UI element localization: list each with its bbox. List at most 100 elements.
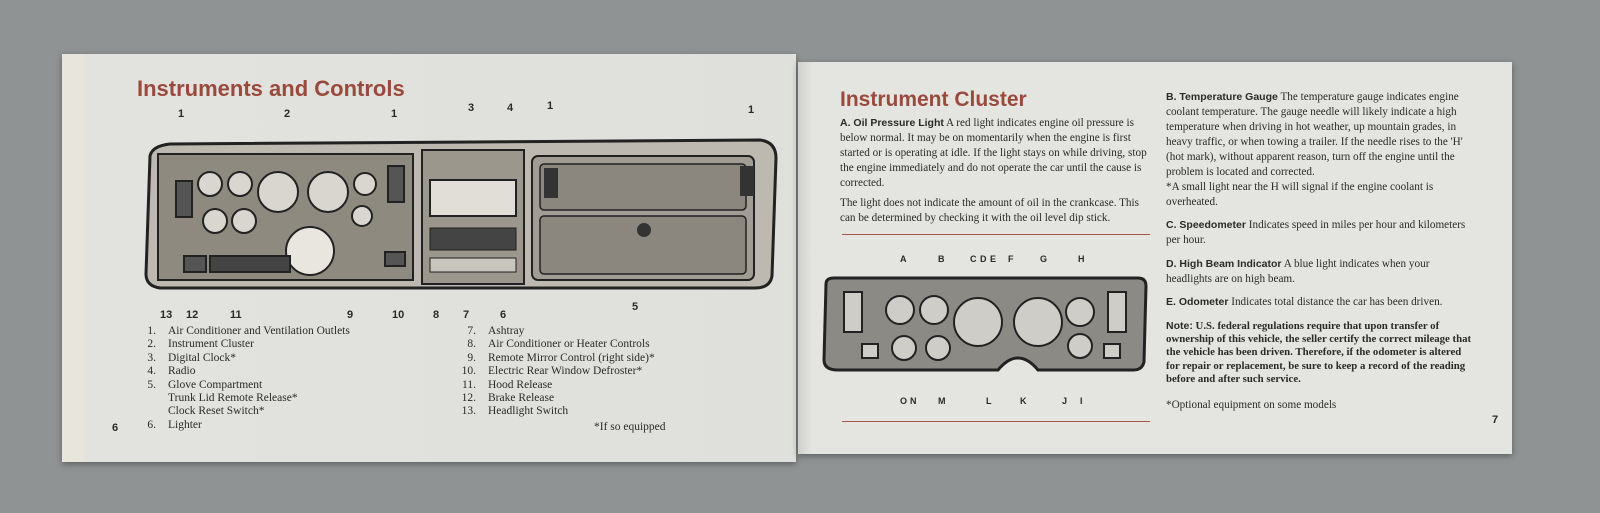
legend-number: 13. — [461, 405, 476, 418]
legend-number — [130, 405, 168, 418]
page-title: Instruments and Controls — [137, 76, 405, 101]
cluster-callout-a: A — [900, 254, 907, 264]
oil-text: A red light indicates engine oil pressur… — [840, 117, 1147, 189]
speedometer-paragraph: C. Speedometer Indicates speed in miles … — [1166, 218, 1474, 248]
callout-13: 13 — [160, 309, 173, 321]
page-number: 6 — [112, 422, 119, 434]
legend-text: Air Conditioner or Heater Controls — [488, 338, 650, 351]
legend-column-2: 7. Ashtray 8. Air Conditioner or Heater Con… — [450, 325, 655, 419]
legend-number — [130, 392, 168, 405]
cluster-callout-d: D — [980, 254, 987, 264]
legend-number: 6. — [147, 418, 156, 431]
legend-text: Air Conditioner and Ventilation Outlets — [168, 325, 350, 337]
callout-2: 2 — [284, 108, 291, 120]
note-lead: Note: — [1166, 320, 1193, 332]
legend-item: 6. Lighter — [130, 419, 350, 432]
cluster-callout-b: B — [938, 254, 945, 264]
callout-7: 7 — [463, 309, 470, 321]
legend-number: 12. — [461, 392, 476, 405]
footnote: *If so equipped — [594, 421, 666, 433]
divider-bottom — [842, 421, 1150, 422]
callout-6: 6 — [500, 309, 507, 321]
cluster-callout-i: I — [1080, 396, 1083, 406]
legend-number: 8. — [467, 338, 476, 351]
callout-10: 10 — [392, 309, 405, 321]
legend-text: Digital Clock* — [168, 351, 237, 364]
divider — [842, 234, 1150, 235]
legend-item: 10. Electric Rear Window Defroster* — [450, 365, 655, 378]
note-text: U.S. federal regulations require that up… — [1166, 320, 1472, 385]
callout-1c: 1 — [547, 100, 554, 112]
temp-lead: B. Temperature Gauge — [1166, 91, 1278, 103]
legend-item: 13. Headlight Switch — [450, 405, 655, 418]
page-number: 7 — [1492, 414, 1499, 426]
optional-note: *Optional equipment on some models — [1166, 399, 1337, 411]
legend-number: 4. — [147, 365, 156, 378]
callout-1: 1 — [178, 108, 185, 120]
legend-column-1: 1. Air Conditioner and Ventilation Outlet… — [130, 325, 350, 432]
instrument-cluster-diagram — [822, 276, 1148, 372]
callout-1b: 1 — [391, 108, 398, 120]
cluster-callout-e: E — [990, 254, 997, 264]
speed-text: Indicates speed in miles per hour and ki… — [1166, 219, 1466, 246]
legend-item: 1. Air Conditioner and Ventilation Outlet… — [130, 325, 350, 338]
legend-item: Trunk Lid Remote Release* — [130, 392, 350, 405]
callout-8: 8 — [433, 309, 440, 321]
legend-item: 3. Digital Clock* — [130, 352, 350, 365]
legend-number: 5. — [147, 378, 156, 391]
cluster-callout-n: N — [910, 396, 917, 406]
temp-text: The temperature gauge indicates engine c… — [1166, 91, 1463, 178]
legend-text: Electric Rear Window Defroster* — [488, 365, 643, 378]
legend-number: 7. — [467, 325, 476, 337]
beam-text: A blue light indicates when your headlig… — [1166, 258, 1430, 285]
callout-4: 4 — [507, 102, 514, 114]
legend-number: 1. — [147, 325, 156, 337]
legend-item: 8. Air Conditioner or Heater Controls — [450, 338, 655, 351]
legend-item: 2.Instrument Cluster — [130, 338, 350, 351]
legend-number: 9. — [467, 351, 476, 364]
callout-1d: 1 — [748, 104, 755, 116]
cluster-callout-m: M — [938, 396, 946, 406]
legend-text: Clock Reset Switch* — [168, 405, 265, 418]
odo-text: Indicates total distance the car has bee… — [1231, 296, 1443, 308]
legend-item: 11.Hood Release — [450, 379, 655, 392]
oil-lead: A. Oil Pressure Light — [840, 117, 944, 129]
legend-item: Clock Reset Switch* — [130, 405, 350, 418]
oil-paragraph-2: The light does not indicate the amount o… — [840, 197, 1139, 224]
legend-item: 4.Radio — [130, 365, 350, 378]
dashboard-diagram — [144, 138, 778, 290]
cluster-callout-g: G — [1040, 254, 1048, 264]
cluster-callout-k: K — [1020, 396, 1027, 406]
beam-lead: D. High Beam Indicator — [1166, 258, 1282, 270]
legend-item: 7. Ashtray — [450, 325, 655, 338]
legend-text: Remote Mirror Control (right side)* — [488, 351, 655, 364]
legend-text: Ashtray — [488, 325, 525, 337]
temperature-paragraph: B. Temperature Gauge The temperature gau… — [1166, 90, 1474, 180]
legend-number: 10. — [461, 365, 476, 378]
right-page: Instrument Cluster A. Oil Pressure Light… — [798, 62, 1512, 454]
callout-11: 11 — [230, 309, 242, 321]
legend-text: Trunk Lid Remote Release* — [168, 392, 298, 405]
legend-text: Lighter — [168, 418, 202, 431]
temperature-note: *A small light near the H will signal if… — [1166, 181, 1434, 208]
left-page: Instruments and Controls 1 2 1 3 4 1 1 — [62, 54, 796, 462]
speed-lead: C. Speedometer — [1166, 219, 1246, 231]
oil-pressure-paragraph: A. Oil Pressure Light A red light indica… — [840, 116, 1150, 191]
legend-number: 3. — [147, 351, 156, 364]
high-beam-paragraph: D. High Beam Indicator A blue light indi… — [1166, 257, 1474, 287]
legend-text: Hood Release — [488, 378, 553, 391]
legend-item: 5.Glove Compartment — [130, 379, 350, 392]
cluster-callout-c: C — [970, 254, 977, 264]
cluster-callout-o: O — [900, 396, 908, 406]
odo-lead: E. Odometer — [1166, 296, 1229, 308]
legend-text: Headlight Switch — [488, 405, 569, 418]
cluster-callout-f: F — [1008, 254, 1014, 264]
legend-text: Brake Release — [488, 392, 555, 405]
callout-9: 9 — [347, 309, 354, 321]
cluster-callout-h: H — [1078, 254, 1085, 264]
legend-number: 2. — [147, 338, 156, 351]
note-paragraph: Note: U.S. federal regulations require t… — [1166, 320, 1474, 386]
callout-12: 12 — [186, 309, 199, 321]
page-title: Instrument Cluster — [840, 88, 1027, 111]
legend-item: 9. Remote Mirror Control (right side)* — [450, 351, 655, 365]
